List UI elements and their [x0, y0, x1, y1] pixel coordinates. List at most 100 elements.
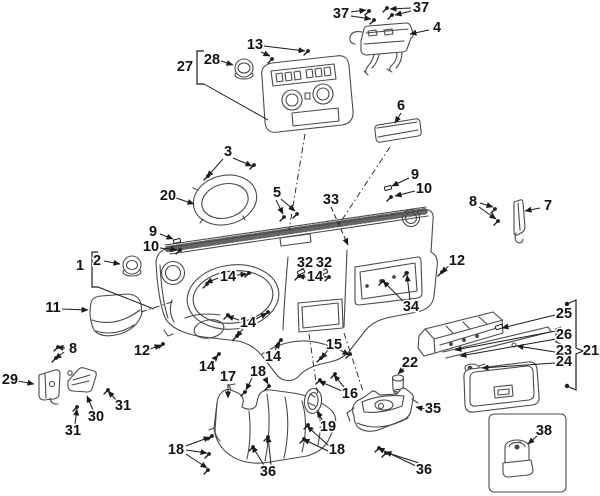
- left-dial: [281, 89, 303, 111]
- leader-line-12: [149, 344, 162, 351]
- screw-icon-tip: [158, 344, 163, 349]
- glovebox-recess: [354, 256, 423, 306]
- defroster-vent-strip: [164, 207, 431, 253]
- leader-line-10: [159, 246, 178, 253]
- part-20-cluster-bezel: [192, 174, 258, 226]
- screw-icon-tip: [315, 380, 320, 385]
- leader-line-37: [394, 10, 412, 17]
- screw-icon-tip: [437, 272, 442, 277]
- screw-icon-tip: [276, 340, 281, 345]
- leader-line-26: [459, 338, 557, 358]
- screw-icon-tip: [324, 277, 329, 282]
- leader-line-8: [479, 202, 494, 208]
- leader-line-34: [382, 280, 405, 303]
- part-number-label-22: 22: [402, 355, 418, 371]
- leader-line-23: [516, 344, 556, 353]
- leader-line-36: [251, 445, 265, 466]
- screw-icon-tip: [386, 197, 391, 202]
- screw-icon-tip: [202, 284, 207, 289]
- leader-line-2: [103, 259, 121, 266]
- leader-line-13: [260, 50, 271, 57]
- part-number-label-31: 31: [65, 423, 81, 439]
- screw-icon-tip: [214, 354, 219, 359]
- leader-line-18: [245, 377, 253, 391]
- screw-icon-tip: [345, 354, 350, 359]
- part-number-label-14: 14: [265, 349, 281, 365]
- part-number-label-38: 38: [536, 423, 552, 439]
- part-number-label-12: 12: [134, 343, 150, 359]
- part-number-label-20: 20: [160, 188, 176, 204]
- part-number-label-32: 32: [316, 255, 332, 271]
- part-number-label-4: 4: [433, 20, 441, 36]
- leader-line-19: [316, 410, 324, 422]
- part-number-label-11: 11: [45, 300, 60, 316]
- clip-icon: [319, 268, 329, 276]
- part-number-label-18: 18: [168, 442, 184, 458]
- right-dial: [312, 83, 334, 105]
- axis-dash-line: [337, 146, 391, 227]
- part-number-label-14: 14: [220, 269, 236, 285]
- leader-line-9: [391, 177, 410, 187]
- leader-line-18: [262, 376, 269, 385]
- screw-icon-tip: [223, 315, 228, 320]
- leader-line-26: [454, 330, 557, 352]
- part-38-switch: [502, 439, 534, 478]
- screw-icon-tip: [382, 8, 387, 13]
- leader-line-38: [527, 435, 538, 445]
- screw-icon-tip: [279, 217, 284, 222]
- bracket-1: [91, 251, 98, 288]
- screw-icon-tip: [203, 176, 208, 181]
- part-number-label-26: 26: [556, 327, 572, 343]
- screw-icon-tip: [381, 453, 386, 458]
- leader-line-14: [274, 341, 281, 351]
- screw-icon-tip: [51, 358, 56, 363]
- screw-icon-tip: [267, 59, 272, 64]
- part-19-cap: [303, 387, 323, 415]
- part-number-label-12: 12: [449, 253, 465, 269]
- part-number-label-10: 10: [416, 181, 432, 197]
- top-display-opening: [279, 233, 312, 247]
- screw-icon-tip: [232, 336, 237, 341]
- part-38-switch-inset: [488, 413, 567, 493]
- screw-icon-tip: [364, 11, 369, 16]
- bracket-leader-line: [97, 286, 155, 310]
- screw-icon-tip: [303, 425, 308, 430]
- leader-line-18: [302, 438, 329, 452]
- bracket-21-dot: [564, 383, 570, 389]
- leader-line-20: [175, 197, 195, 205]
- part-number-label-13: 13: [247, 37, 263, 53]
- bracket-21: [566, 299, 585, 391]
- part-number-label-3: 3: [224, 144, 232, 160]
- leader-line-37: [389, 5, 412, 12]
- clip-icon: [172, 238, 182, 244]
- screw-icon-tip: [263, 312, 268, 317]
- part-number-label-9: 9: [411, 167, 419, 183]
- part-number-label-10: 10: [143, 239, 159, 255]
- leader-line-25: [501, 314, 556, 330]
- left-round-vent: [160, 260, 186, 286]
- leader-line-3: [232, 157, 253, 167]
- leader-line-37: [350, 7, 367, 14]
- part-number-label-15: 15: [326, 337, 342, 353]
- part-number-label-36: 36: [260, 464, 276, 480]
- panel-display: [291, 107, 340, 127]
- leader-line-11: [61, 306, 89, 313]
- screw-icon-tip: [402, 273, 407, 278]
- leader-line-6: [394, 112, 402, 124]
- part-number-label-21: 21: [583, 343, 599, 359]
- leader-line-30: [86, 395, 94, 411]
- part-number-label-35: 35: [425, 401, 441, 417]
- screw-icon-tip: [369, 20, 374, 25]
- leader-line-18: [185, 436, 211, 447]
- part-4-heater-bracket: [349, 22, 414, 76]
- part-number-label-9: 9: [149, 224, 157, 240]
- part-number-label-25: 25: [556, 306, 572, 322]
- part-29-bracket: [38, 369, 61, 405]
- part-number-label-18: 18: [329, 442, 345, 458]
- part-number-label-18: 18: [250, 364, 266, 380]
- screw-icon-tip: [316, 358, 321, 363]
- leader-line-8: [478, 206, 497, 220]
- part-number-label-23: 23: [556, 343, 572, 359]
- part-number-label-31: 31: [115, 398, 131, 414]
- clip-icon: [296, 268, 306, 276]
